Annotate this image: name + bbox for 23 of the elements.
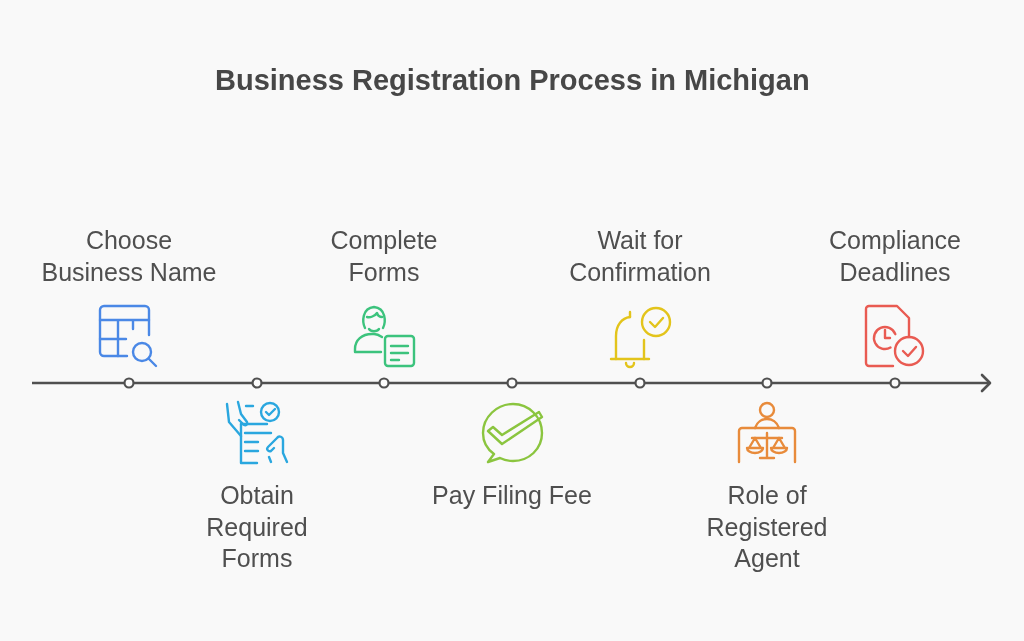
timeline-dot	[123, 377, 135, 389]
timeline-dot	[634, 377, 646, 389]
step-label: Compliance Deadlines	[828, 225, 962, 288]
timeline-line	[261, 381, 380, 385]
title: Business Registration Process in Michigan	[215, 63, 810, 98]
step-label: Wait for Confirmation	[568, 225, 712, 288]
timeline-dot	[378, 377, 390, 389]
timeline-arrow	[899, 373, 992, 393]
step-label: Choose Business Name	[40, 225, 218, 288]
timeline-line	[133, 381, 253, 385]
timeline-dot	[761, 377, 773, 389]
timeline-line	[516, 381, 636, 385]
timeline-line	[388, 381, 508, 385]
timeline-line	[644, 381, 763, 385]
step-label: Pay Filing Fee	[431, 480, 593, 512]
step-label: Role of Registered Agent	[706, 480, 828, 575]
timeline-line	[771, 381, 891, 385]
timeline-line	[32, 381, 125, 385]
timeline-dot	[889, 377, 901, 389]
timeline-dot	[506, 377, 518, 389]
step-label: Complete Forms	[330, 225, 438, 288]
step-label: Obtain Required Forms	[205, 480, 309, 575]
timeline-dot	[251, 377, 263, 389]
